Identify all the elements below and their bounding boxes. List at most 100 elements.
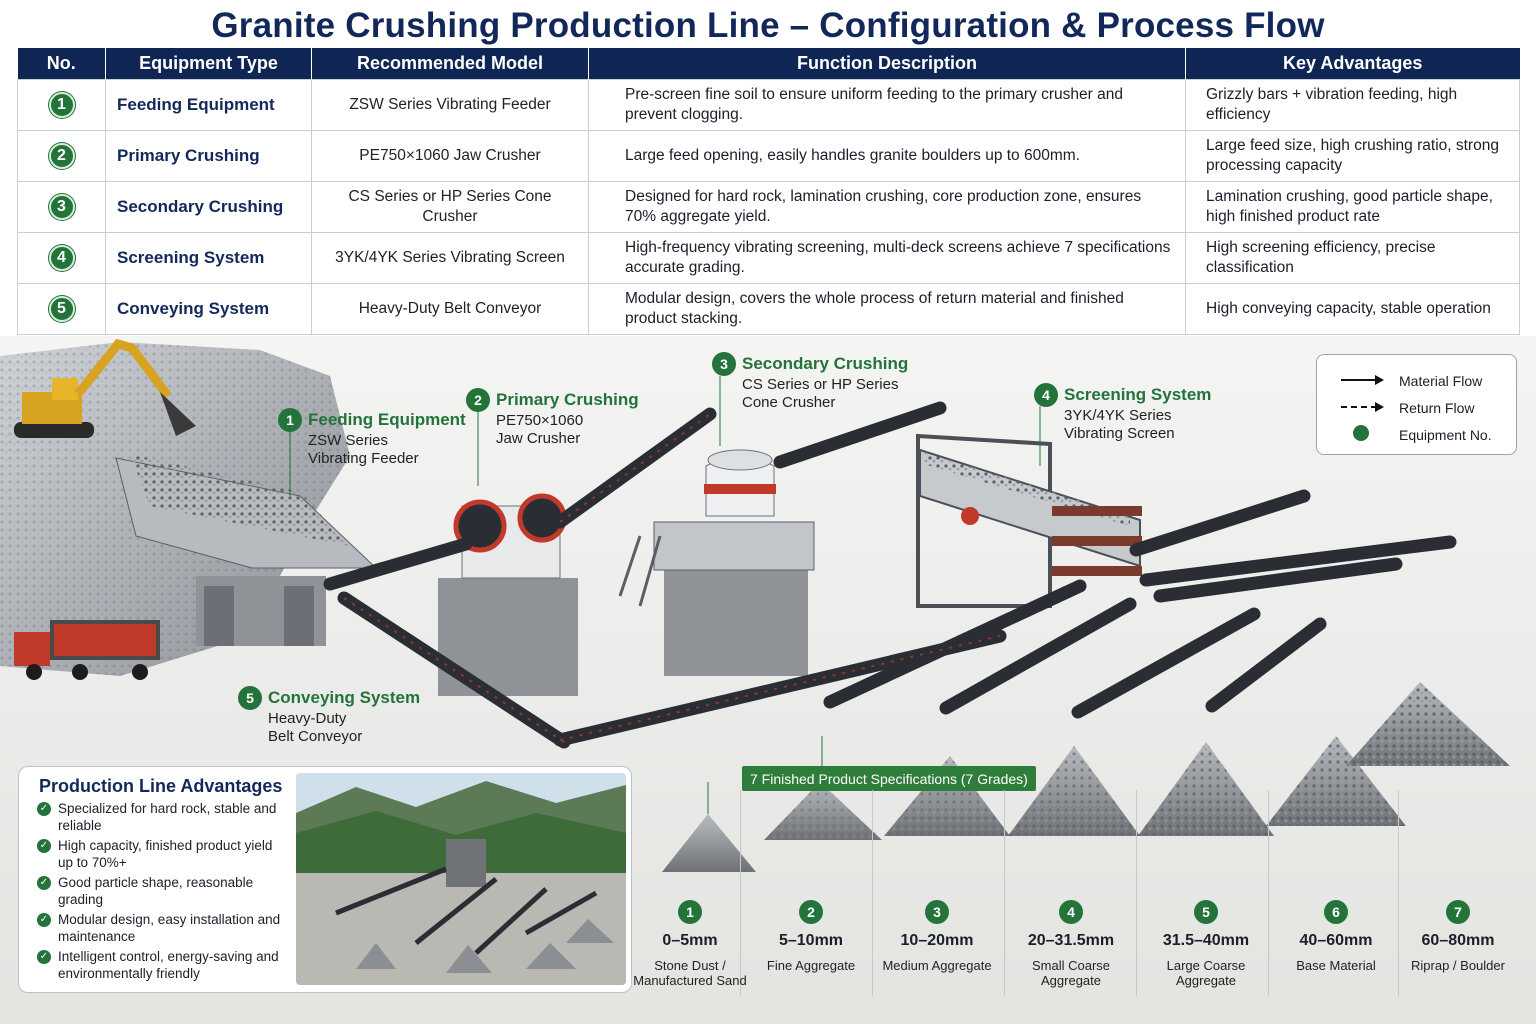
grade-divider	[872, 790, 873, 996]
cell-equipment-type: Primary Crushing	[105, 129, 312, 182]
cell-recommended-model: Heavy-Duty Belt Conveyor	[311, 282, 589, 335]
equipment-table: No. Equipment Type Recommended Model Fun…	[17, 48, 1520, 335]
check-icon: ✓	[37, 839, 51, 853]
grade-size: 20–31.5mm	[1027, 932, 1115, 949]
aggregate-stockpiles	[662, 682, 1510, 872]
callout-line1: Heavy-Duty	[268, 710, 347, 727]
check-icon: ✓	[37, 802, 51, 816]
cell-function-description: Pre-screen fine soil to ensure uniform f…	[588, 78, 1186, 131]
cell-function-description: Modular design, covers the whole process…	[588, 282, 1186, 335]
grade-divider	[740, 790, 741, 996]
finished-specs-banner: 7 Finished Product Specifications (7 Gra…	[742, 766, 1036, 791]
cell-equipment-type: Conveying System	[105, 282, 312, 335]
cell-function-description: High-frequency vibrating screening, mult…	[588, 231, 1186, 284]
equipment-number-badge: 2	[466, 388, 490, 412]
equipment-number-badge: 4	[1034, 383, 1058, 407]
material-flow-arrow-icon	[1339, 373, 1399, 389]
flow-legend: Material Flow Return Flow Equipment No.	[1316, 354, 1517, 455]
cell-no: 2	[17, 129, 106, 182]
dump-truck	[14, 620, 160, 680]
callout-secondary-crushing: 3 Secondary Crushing CS Series or HP Seri…	[712, 352, 908, 412]
grade-divider	[1268, 790, 1269, 996]
cell-recommended-model: PE750×1060 Jaw Crusher	[311, 129, 589, 182]
grade-number-badge: 2	[799, 900, 823, 924]
row-number-badge: 3	[48, 193, 75, 220]
advantage-item: ✓Modular design, easy installation and m…	[37, 912, 287, 945]
grade-number-badge: 4	[1059, 900, 1083, 924]
cell-no: 5	[17, 282, 106, 335]
advantage-text: Modular design, easy installation and ma…	[58, 912, 281, 944]
check-icon: ✓	[37, 876, 51, 890]
callout-line1: PE750×1060	[496, 412, 584, 429]
advantage-text: Intelligent control, energy-saving and e…	[58, 949, 279, 981]
grade-number-badge: 7	[1446, 900, 1470, 924]
legend-equipment-no: Equipment No.	[1399, 426, 1492, 443]
advantage-item: ✓ High capacity, finished product yield u…	[37, 838, 287, 871]
header-function-description: Function Description	[588, 48, 1186, 79]
callout-line2: Cone Crusher	[742, 394, 836, 411]
cell-equipment-type: Screening System	[105, 231, 312, 284]
advantages-list: ✓ Specialized for hard rock, stable and r…	[37, 801, 287, 986]
equipment-number-badge: 1	[278, 408, 302, 432]
row-number-badge: 1	[48, 91, 75, 118]
legend-return-flow: Return Flow	[1399, 399, 1475, 416]
grade-size: 60–80mm	[1421, 932, 1495, 949]
callout-title: Conveying System	[268, 688, 421, 707]
table-header-row: No. Equipment Type Recommended Model Fun…	[17, 48, 1520, 79]
equipment-no-dot-icon	[1339, 424, 1399, 445]
grade-number-badge: 6	[1324, 900, 1348, 924]
grade-name: Base Material	[1296, 958, 1376, 973]
cell-recommended-model: 3YK/4YK Series Vibrating Screen	[311, 231, 589, 284]
cell-key-advantages: High conveying capacity, stable operatio…	[1185, 282, 1520, 335]
return-flow-arrow-icon	[1339, 400, 1399, 416]
callout-title: Secondary Crushing	[742, 354, 909, 373]
grade-size: 10–20mm	[900, 932, 974, 949]
check-icon: ✓	[37, 950, 51, 964]
callout-title: Feeding Equipment	[308, 410, 466, 429]
grade-size: 5–10mm	[778, 932, 844, 949]
grade-divider	[1398, 790, 1399, 996]
callout-title: Screening System	[1064, 385, 1212, 404]
header-equipment-type: Equipment Type	[105, 48, 312, 79]
cell-no: 3	[17, 180, 106, 233]
cell-no: 1	[17, 78, 106, 131]
cell-key-advantages: High screening efficiency, precise class…	[1185, 231, 1520, 284]
equipment-number-badge: 3	[712, 352, 736, 376]
header-recommended-model: Recommended Model	[311, 48, 589, 79]
grade-name: Small Coarse Aggregate	[1031, 958, 1111, 988]
grade-name: Medium Aggregate	[882, 958, 992, 973]
header-no: No.	[17, 48, 106, 79]
advantage-text: High capacity, finished product yield up…	[58, 838, 273, 870]
cell-equipment-type: Feeding Equipment	[105, 78, 312, 131]
cell-key-advantages: Lamination crushing, good particle shape…	[1185, 180, 1520, 233]
cell-key-advantages: Grizzly bars + vibration feeding, high e…	[1185, 78, 1520, 131]
callout-line2: Vibrating Feeder	[308, 450, 419, 467]
grade-name: Fine Aggregate	[766, 958, 856, 973]
row-number-badge: 5	[48, 295, 75, 322]
advantage-text: Good particle shape, reasonable grading	[58, 875, 254, 907]
callout-line2: Belt Conveyor	[268, 728, 363, 745]
callout-line2: Vibrating Screen	[1064, 425, 1175, 442]
grade-name: Stone Dust / Manufactured Sand	[633, 958, 747, 988]
header-key-advantages: Key Advantages	[1185, 48, 1520, 79]
excavator	[14, 338, 196, 438]
callout-line2: Jaw Crusher	[496, 430, 581, 447]
grade-size: 31.5–40mm	[1162, 932, 1250, 949]
grade-number-badge: 3	[925, 900, 949, 924]
callout-line1: CS Series or HP Series	[742, 376, 899, 393]
grade-number-badge: 1	[678, 900, 702, 924]
cell-equipment-type: Secondary Crushing	[105, 180, 312, 233]
advantage-text: Specialized for hard rock, stable and re…	[58, 801, 277, 833]
advantage-item: ✓ Specialized for hard rock, stable and r…	[37, 801, 287, 834]
